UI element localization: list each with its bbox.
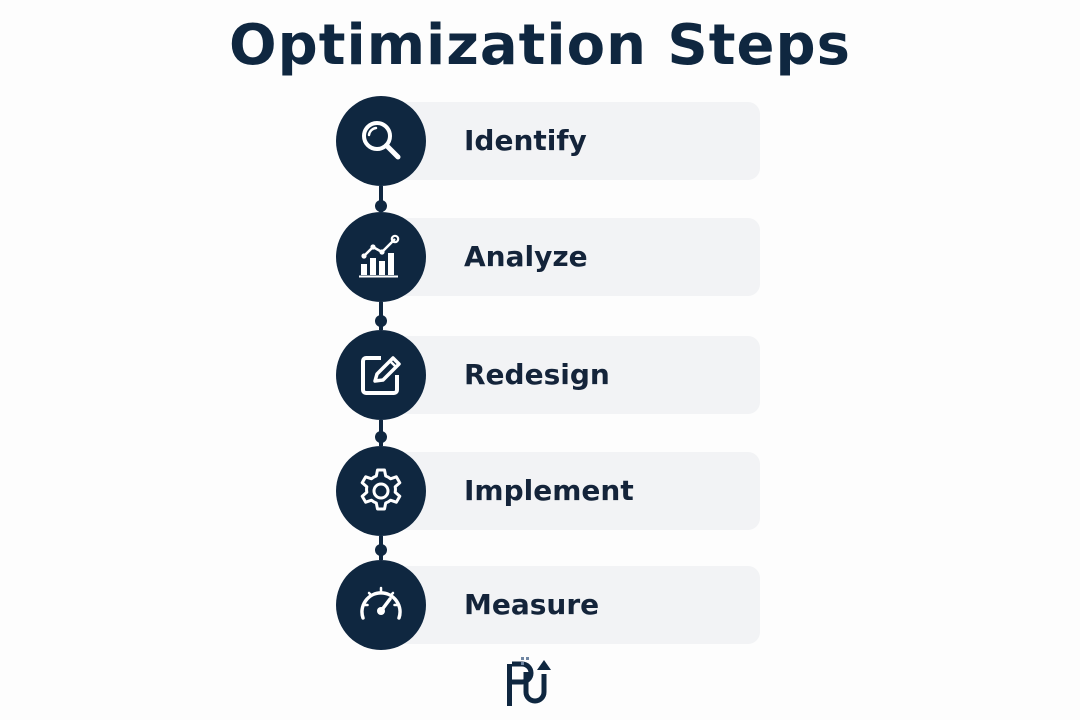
brand-logo-icon bbox=[507, 657, 551, 706]
search-icon bbox=[362, 121, 401, 160]
step-label: Measure bbox=[464, 588, 600, 621]
step-implement: Implement bbox=[336, 446, 760, 536]
brand-logo bbox=[500, 654, 564, 714]
step-label: Redesign bbox=[464, 358, 610, 391]
bar-chart-trend-icon bbox=[359, 234, 400, 278]
connector-dot bbox=[375, 544, 387, 556]
step-icon-circle bbox=[336, 96, 426, 186]
step-icon-circle bbox=[336, 330, 426, 420]
step-identify: Identify bbox=[336, 96, 760, 186]
step-label: Implement bbox=[464, 474, 634, 507]
steps-flow: Identify Analyze bbox=[336, 96, 760, 650]
step-label: Analyze bbox=[464, 240, 588, 273]
step-card bbox=[382, 336, 760, 414]
gear-icon bbox=[360, 468, 402, 511]
step-card bbox=[382, 218, 760, 296]
step-measure: Measure bbox=[336, 560, 760, 650]
step-label: Identify bbox=[464, 124, 587, 157]
step-icon-circle bbox=[336, 212, 426, 302]
connector-line bbox=[379, 186, 383, 212]
step-redesign: Redesign bbox=[336, 330, 760, 420]
edit-pencil-icon bbox=[361, 356, 401, 395]
connector-dot bbox=[375, 431, 387, 443]
step-card bbox=[382, 566, 760, 644]
connector-dot bbox=[375, 200, 387, 212]
step-card bbox=[382, 452, 760, 530]
speedometer-icon bbox=[360, 586, 402, 620]
step-icon-circle bbox=[336, 560, 426, 650]
step-icon-circle bbox=[336, 446, 426, 536]
connector-dot bbox=[375, 315, 387, 327]
page-title: Optimization Steps bbox=[229, 13, 851, 78]
step-analyze: Analyze bbox=[336, 212, 760, 302]
step-card bbox=[382, 102, 760, 180]
